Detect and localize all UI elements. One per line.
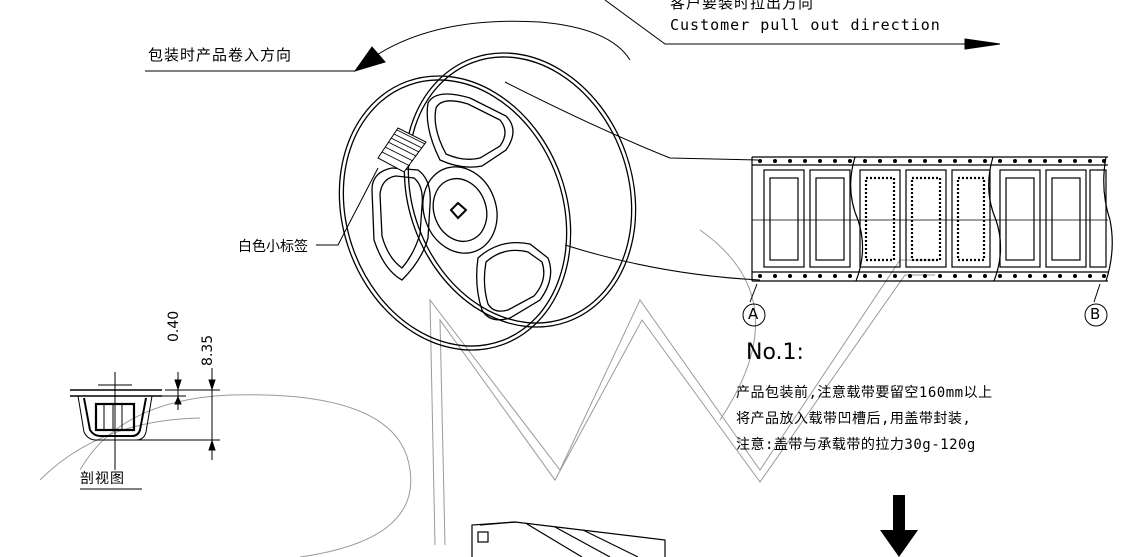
label-leader <box>316 167 379 246</box>
note-title: No.1: <box>746 340 804 365</box>
tape-lead-lines <box>504 81 761 281</box>
customer-pull-en: Customer pull out direction <box>670 16 941 34</box>
section-label: 剖视图 <box>80 471 125 487</box>
wind-in-label: 包装时产品卷入方向 <box>148 46 293 64</box>
marker-b-graphic <box>1084 283 1108 327</box>
note-line-1: 产品包装前,注意载带要留空160mm以上 <box>736 385 993 401</box>
carrier-tape <box>751 156 1113 282</box>
reel-front-flange <box>338 75 572 351</box>
note-line-3: 注意:盖带与承载带的拉力30g-120g <box>736 437 976 453</box>
customer-pull-cn: 客户要装时拉出方向 <box>670 0 815 12</box>
watermark <box>39 229 935 557</box>
window-bottom <box>476 241 552 321</box>
marker-a-graphic <box>742 283 766 327</box>
reel-hub <box>422 166 498 254</box>
reel <box>338 52 637 351</box>
window-left <box>371 167 431 281</box>
pull-out-arrow <box>604 0 1001 50</box>
hub-drive <box>449 201 468 220</box>
window-top <box>426 93 514 168</box>
white-label-callout: 白色小标签 <box>238 239 308 255</box>
dim-835: 8.35 <box>200 334 216 366</box>
down-arrow <box>880 495 918 557</box>
cross-section <box>70 368 220 470</box>
marker-b: B <box>1090 305 1101 323</box>
reel-back-flange <box>403 52 637 328</box>
reel-label-square <box>377 127 427 173</box>
box-partial <box>471 521 666 557</box>
wind-in-arrow <box>145 20 631 72</box>
marker-a: A <box>748 305 759 323</box>
dim-040: 0.40 <box>166 310 182 342</box>
note-line-2: 将产品放入载带凹槽后,用盖带封装, <box>736 411 972 427</box>
